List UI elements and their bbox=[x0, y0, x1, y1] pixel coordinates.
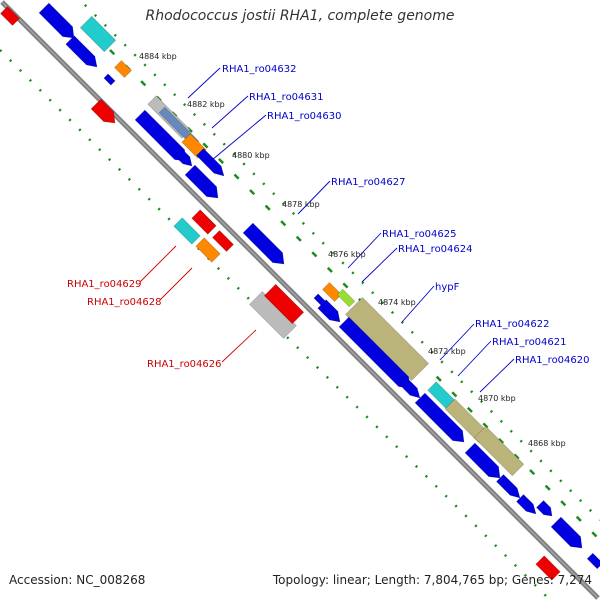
gene-label-ro04627[interactable]: RHA1_ro04627 bbox=[331, 177, 406, 188]
gene-label-hypf[interactable]: hypF bbox=[435, 282, 460, 293]
gene-feature[interactable] bbox=[104, 74, 115, 85]
label-leader-line bbox=[160, 268, 192, 300]
accession-text: Accession: NC_008268 bbox=[9, 573, 145, 587]
kbp-label: 4870 kbp bbox=[478, 394, 516, 403]
kbp-label: 4884 kbp bbox=[139, 52, 177, 61]
label-leader-line bbox=[480, 359, 514, 392]
gene-label-ro04622[interactable]: RHA1_ro04622 bbox=[475, 319, 550, 330]
gene-label-ro04626[interactable]: RHA1_ro04626 bbox=[147, 359, 222, 370]
kbp-label: 4880 kbp bbox=[232, 151, 270, 160]
kbp-label: 4868 kbp bbox=[528, 439, 566, 448]
gene-feature[interactable] bbox=[323, 283, 342, 302]
genome-summary-text: Topology: linear; Length: 7,804,765 bp; … bbox=[273, 573, 592, 587]
gene-label-ro04620[interactable]: RHA1_ro04620 bbox=[515, 355, 590, 366]
gene-label-ro04621[interactable]: RHA1_ro04621 bbox=[492, 337, 567, 348]
gene-feature[interactable] bbox=[551, 517, 582, 548]
gene-feature[interactable] bbox=[66, 36, 97, 67]
label-leader-line bbox=[188, 68, 220, 98]
kbp-label: 4878 kbp bbox=[282, 200, 320, 209]
reverse-gene-labels: RHA1_ro04629 RHA1_ro04628 RHA1_ro04626 bbox=[67, 279, 222, 370]
gene-label-ro04632[interactable]: RHA1_ro04632 bbox=[222, 64, 297, 75]
kbp-label: 4882 kbp bbox=[187, 100, 225, 109]
gene-feature[interactable] bbox=[587, 553, 600, 569]
gene-feature[interactable] bbox=[537, 501, 553, 517]
map-title: Rhodococcus jostii RHA1, complete genome bbox=[0, 8, 600, 24]
tick-track-outer bbox=[75, 0, 600, 520]
gene-label-ro04629[interactable]: RHA1_ro04629 bbox=[67, 279, 142, 290]
label-leader-line bbox=[140, 246, 176, 282]
label-leader-line bbox=[222, 330, 256, 362]
kbp-label: 4872 kbp bbox=[428, 347, 466, 356]
gene-feature[interactable] bbox=[337, 289, 355, 307]
label-leader-line bbox=[298, 181, 330, 214]
gene-feature[interactable] bbox=[91, 99, 115, 123]
gene-feature[interactable] bbox=[115, 61, 132, 78]
gene-label-ro04628[interactable]: RHA1_ro04628 bbox=[87, 297, 162, 308]
gene-label-ro04631[interactable]: RHA1_ro04631 bbox=[249, 92, 324, 103]
gene-label-ro04630[interactable]: RHA1_ro04630 bbox=[267, 111, 342, 122]
kbp-label: 4876 kbp bbox=[328, 250, 366, 259]
gene-label-ro04625[interactable]: RHA1_ro04625 bbox=[382, 229, 457, 240]
gene-feature[interactable] bbox=[497, 475, 521, 499]
label-leader-line bbox=[362, 248, 397, 282]
gene-label-ro04624[interactable]: RHA1_ro04624 bbox=[398, 244, 473, 255]
gene-feature[interactable] bbox=[243, 223, 284, 264]
kbp-label: 4874 kbp bbox=[378, 298, 416, 307]
